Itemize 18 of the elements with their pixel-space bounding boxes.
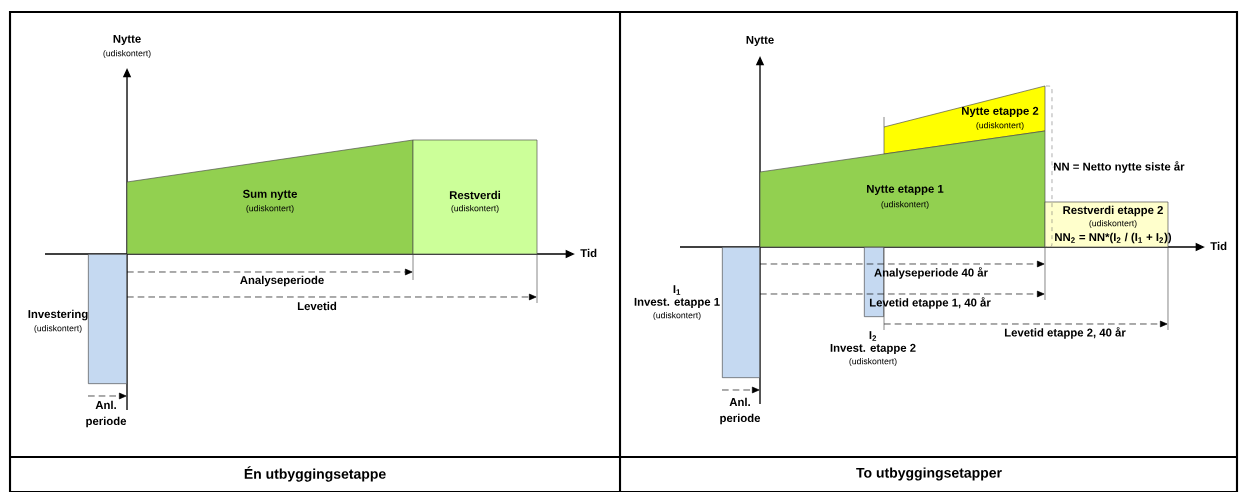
dimension-label: Levetid etappe 2, 40 år <box>1004 327 1126 339</box>
axis-label: Tid <box>1210 241 1227 251</box>
axis-label: Tid <box>580 248 597 258</box>
dimension-label: Levetid etappe 1, 40 år <box>869 297 991 309</box>
bar-caption: I$_{2}$ Invest. etappe 2 (udiskontert) <box>830 331 916 367</box>
dimension-label: Analyseperiode <box>240 275 324 287</box>
axis-label: Nytte <box>746 35 774 47</box>
bar-caption: Investering (udiskontert) <box>28 309 88 334</box>
bracket-label: NN = Netto nytte siste år <box>1054 161 1185 173</box>
dimension-label: Anl. periode <box>720 397 761 425</box>
axis-label: Nytte <box>113 34 141 46</box>
dimension-label: Levetid <box>297 301 337 311</box>
caption: To utbyggingsetapper <box>856 467 1002 481</box>
dimension-label: Analyseperiode 40 år <box>874 267 988 279</box>
bar-caption: I$_{1}$ Invest. etappe 1 (udiskontert) <box>634 285 720 321</box>
axis-label: (udiskontert) <box>103 49 151 59</box>
dimension-label: Anl. periode <box>86 400 127 428</box>
caption: Én utbyggingsetappe <box>244 466 386 482</box>
